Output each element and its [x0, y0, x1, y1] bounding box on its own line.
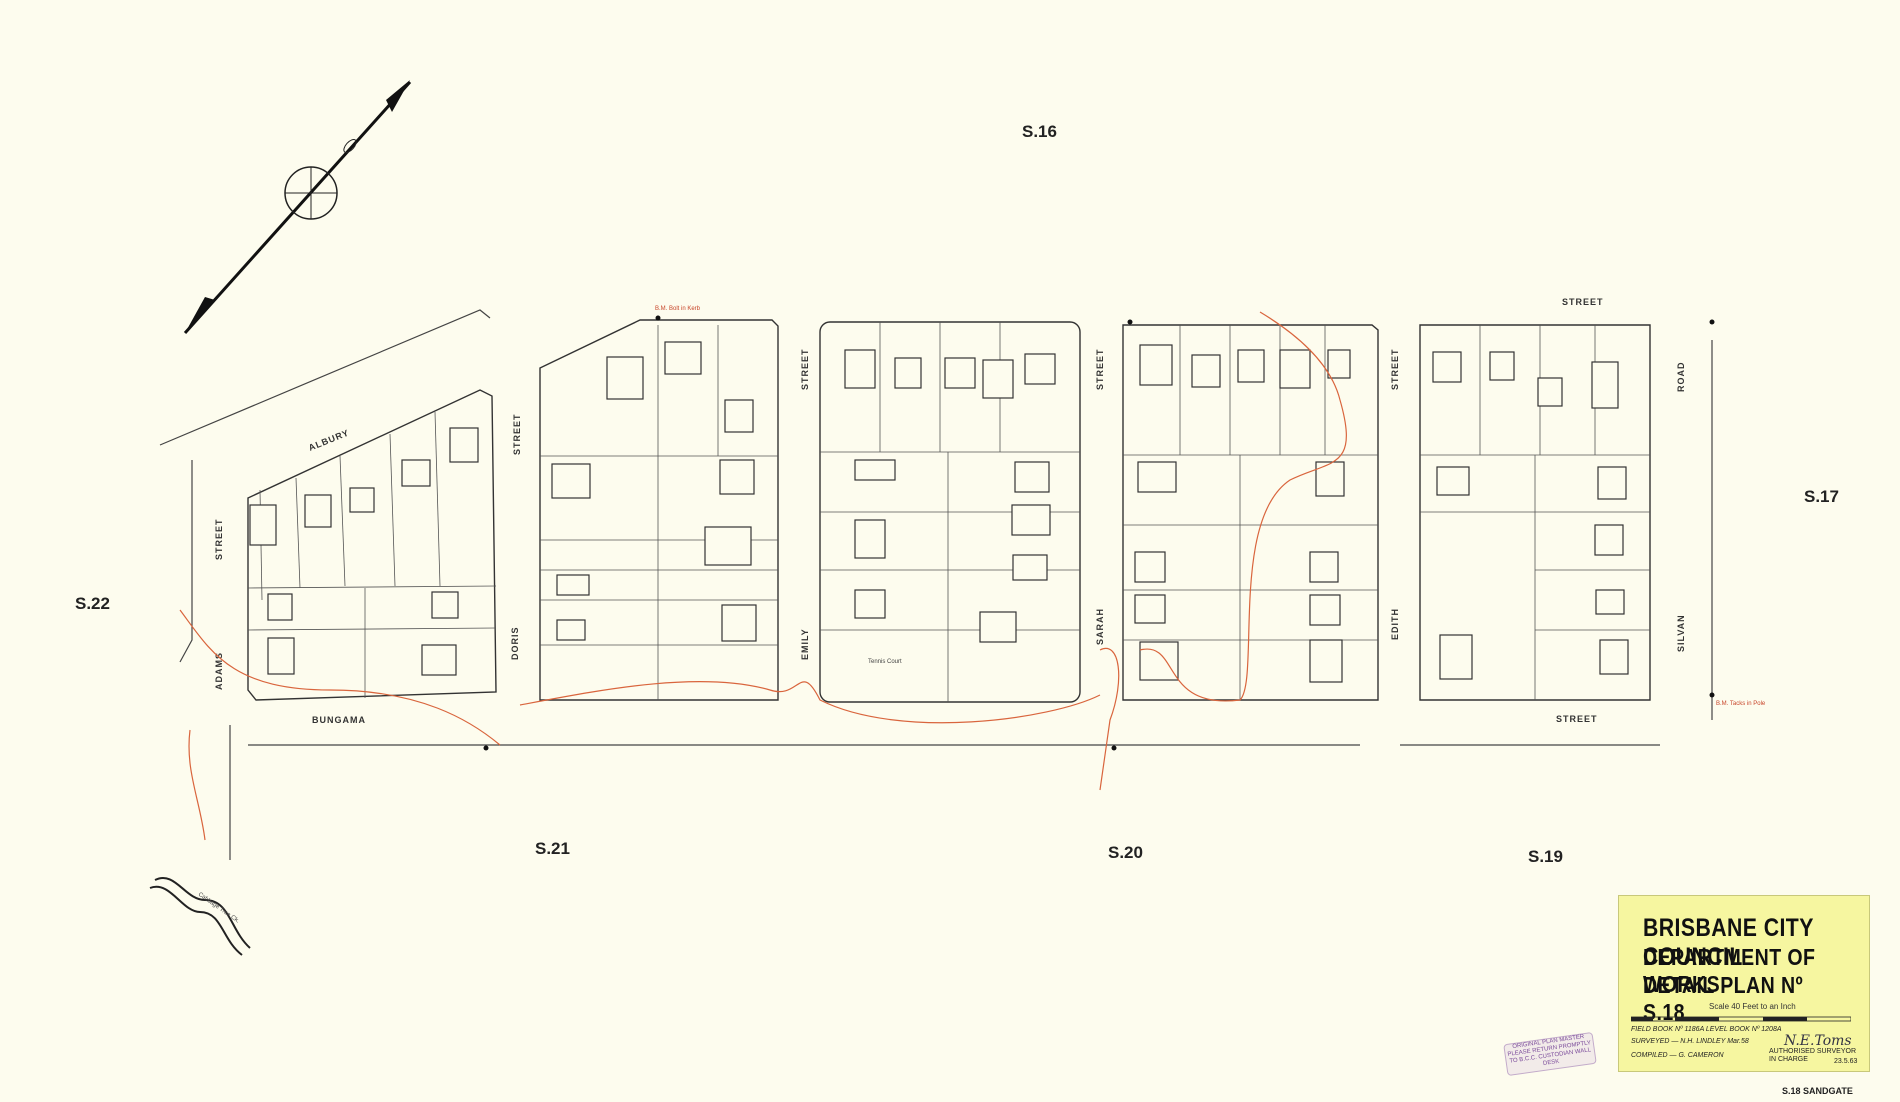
street-emily: EMILY	[800, 628, 810, 660]
title-department: DEPARTMENT OF WORKS	[1643, 944, 1816, 997]
street-bungama: BUNGAMA	[312, 715, 366, 725]
sheet-label-east: S.17	[1804, 487, 1839, 506]
surveyor-signature: N.E.Toms	[1784, 1033, 1852, 1049]
sheet-label-north: S.16	[1022, 122, 1057, 141]
bm-telegraph-label: B.M. Tacks in Pole	[1716, 701, 1766, 707]
street-edith-street: STREET	[1390, 348, 1400, 390]
street-doris-street: STREET	[512, 413, 522, 455]
bm-kerb-label: B.M. Bolt in Kerb	[655, 306, 701, 312]
sheet-reference: S.18 SANDGATE	[1782, 1086, 1853, 1096]
street-albury: ALBURY	[307, 427, 351, 452]
tennis-court-label: Tennis Court	[868, 659, 902, 665]
scale-bar-icon	[1631, 1016, 1851, 1022]
road-edges	[159, 309, 1713, 860]
street-doris: DORIS	[510, 626, 520, 660]
street-silvan: SILVAN	[1676, 614, 1686, 652]
street-adams-street: STREET	[214, 518, 224, 560]
street-silvan-road: ROAD	[1676, 362, 1686, 393]
sheet-label-south-c: S.19	[1528, 847, 1563, 866]
sheet-label-south-b: S.20	[1108, 843, 1143, 862]
creek-label: Cabbage Tree Ck.	[197, 892, 241, 925]
authorised-text: AUTHORISED SURVEYOR IN CHARGE	[1769, 1048, 1856, 1064]
street-top: STREET	[1562, 297, 1604, 307]
field-book-info: FIELD BOOK Nº 1186A LEVEL BOOK Nº 1208A	[1631, 1026, 1782, 1033]
title-block: BRISBANE CITY COUNCIL DEPARTMENT OF WORK…	[1618, 895, 1870, 1072]
block-sarah-edith	[1122, 324, 1379, 701]
street-edith: EDITH	[1390, 608, 1400, 640]
street-bottom: STREET	[1556, 714, 1598, 724]
block-edith-silvan	[1419, 324, 1651, 701]
street-sarah-street: STREET	[1095, 348, 1105, 390]
street-sarah: SARAH	[1095, 608, 1105, 645]
north-arrow-icon	[183, 80, 412, 335]
title-plan-number: DETAIL PLAN Nº S.18	[1643, 972, 1804, 1025]
contour-lines	[179, 311, 1347, 841]
title-council: BRISBANE CITY COUNCIL	[1643, 914, 1814, 971]
block-doris-emily	[539, 319, 779, 701]
compiled-info: COMPILED — G. CAMERON	[1631, 1052, 1724, 1059]
benchmarks: B.M. Bolt in Kerb B.M. Tacks in Pole	[483, 306, 1766, 751]
sheet-label-south-a: S.21	[535, 839, 570, 858]
block-emily-sarah: Tennis Court	[819, 321, 1081, 703]
street-emily-street: STREET	[800, 348, 810, 390]
surveyed-info: SURVEYED — N.H. LINDLEY Mar.58	[1631, 1038, 1749, 1045]
plan-date: 23.5.63	[1834, 1058, 1858, 1065]
sheet-label-west: S.22	[75, 594, 110, 613]
authorised-label: AUTHORISED SURVEYOR	[1769, 1048, 1856, 1055]
creek-icon: Cabbage Tree Ck.	[149, 877, 251, 956]
scale-text: Scale 40 Feet to an Inch	[1709, 1002, 1796, 1011]
street-adams: ADAMS	[214, 652, 224, 690]
in-charge-label: IN CHARGE	[1769, 1056, 1808, 1063]
block-albury	[247, 389, 497, 701]
